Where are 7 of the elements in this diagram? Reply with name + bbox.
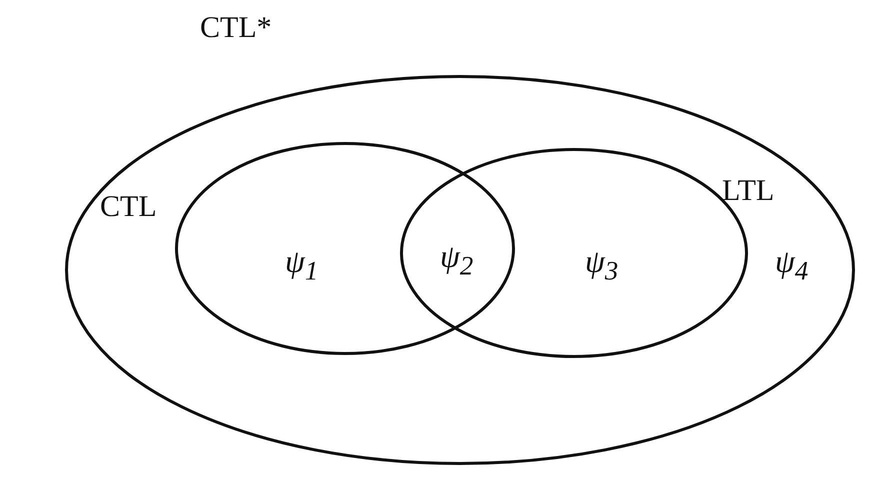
region-label: ψ$_{2}$: [440, 240, 474, 280]
set-label: CTL: [100, 192, 157, 222]
region-label: ψ$_{3}$: [585, 245, 618, 284]
region-label: ψ$_{1}$: [285, 245, 318, 284]
region-label: ψ$_{4}$: [775, 245, 808, 284]
set-label: LTL: [722, 176, 774, 206]
set-label: CTL*: [200, 13, 272, 43]
